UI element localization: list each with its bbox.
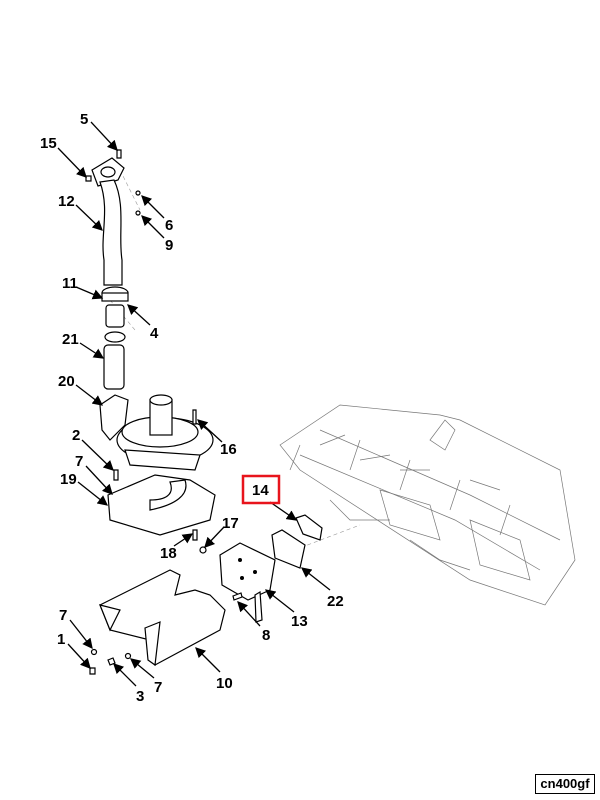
callout-5: 5 (80, 111, 88, 128)
callout-1: 1 (57, 631, 65, 648)
callout-21: 21 (62, 331, 79, 348)
washer-17 (199, 546, 207, 554)
callout-3: 3 (136, 688, 144, 705)
highlight-box (241, 474, 281, 505)
elbow-20 (99, 394, 129, 441)
washer-7c (124, 652, 132, 660)
callout-2: 2 (72, 427, 80, 444)
callout-22: 22 (327, 593, 344, 610)
callout-7b: 7 (59, 607, 67, 624)
washer-9 (135, 210, 141, 216)
sleeve-11 (105, 304, 125, 328)
screw-15 (85, 175, 92, 182)
callout-labels: 5 15 12 6 9 11 4 21 20 2 16 7 19 14 17 1… (40, 111, 344, 705)
figure-code: cn400gf (535, 774, 595, 794)
bracket-10 (99, 569, 226, 667)
clamp-4b (104, 331, 126, 343)
bolt-8 (232, 592, 243, 601)
callout-12: 12 (58, 193, 75, 210)
housing (116, 394, 214, 471)
washer-7b (90, 648, 98, 656)
engine-block (279, 404, 576, 606)
callout-8: 8 (262, 627, 270, 644)
gasket-14 (295, 514, 323, 541)
tube-21 (103, 344, 125, 390)
bolt-16 (192, 409, 197, 425)
bolt-1 (89, 667, 96, 675)
gasket-22 (271, 529, 306, 569)
callout-4: 4 (150, 325, 159, 342)
clamp-4 (101, 286, 129, 302)
callout-11: 11 (62, 275, 78, 292)
callout-7a: 7 (75, 453, 83, 470)
callout-13: 13 (291, 613, 308, 630)
bolt-3 (107, 657, 116, 666)
leader-lines (57, 121, 331, 687)
plate-13 (219, 542, 276, 623)
washer-6 (135, 190, 141, 196)
hose-12 (99, 179, 123, 286)
bolt-2 (113, 469, 119, 481)
screw-5 (116, 149, 122, 159)
callout-17: 17 (222, 515, 239, 532)
callout-19: 19 (60, 471, 77, 488)
callout-14[interactable]: 14 (252, 482, 269, 499)
callout-16: 16 (220, 441, 237, 458)
callout-6: 6 (165, 217, 173, 234)
gasket-19 (107, 474, 216, 536)
callout-9: 9 (165, 237, 173, 254)
callout-15: 15 (40, 135, 57, 152)
callout-7c: 7 (154, 679, 162, 696)
callout-18: 18 (160, 545, 177, 562)
outlet-flange (91, 157, 125, 187)
bolt-18 (192, 529, 198, 541)
callout-10: 10 (216, 675, 233, 692)
callout-20: 20 (58, 373, 75, 390)
